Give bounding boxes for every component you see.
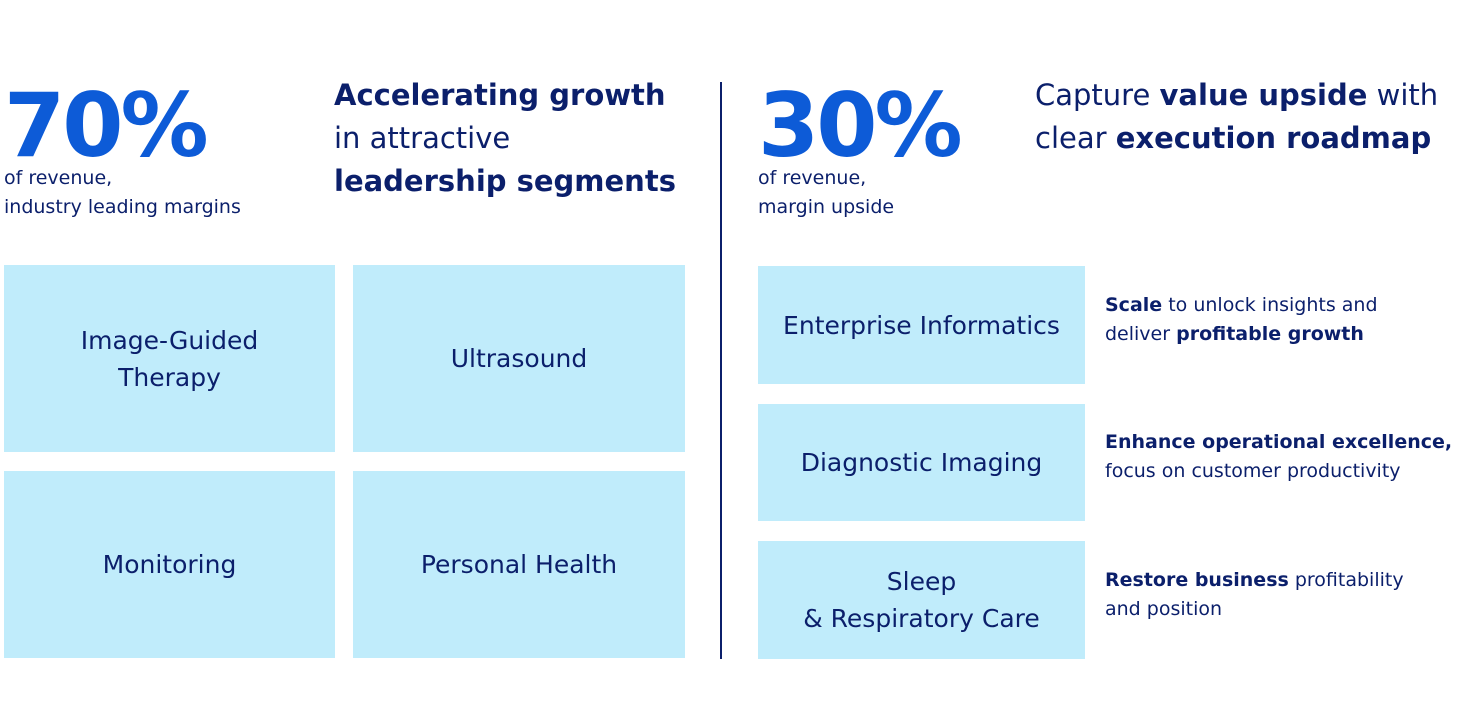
text-line: in attractive xyxy=(334,117,676,160)
emphasis-text: Restore business xyxy=(1105,569,1289,591)
left-subtitle-line: industry leading margins xyxy=(4,196,241,218)
tile-label-line: Enterprise Informatics xyxy=(783,310,1060,340)
text-line: deliver profitable growth xyxy=(1105,320,1378,349)
text-run: focus on customer productivity xyxy=(1105,460,1401,482)
tile-label-line: Therapy xyxy=(118,362,221,392)
segment-tile-sleep-respiratory-care: Sleep & Respiratory Care xyxy=(758,541,1085,659)
right-subtitle-line: margin upside xyxy=(758,196,895,218)
section-divider xyxy=(720,82,722,659)
tile-label-line: Monitoring xyxy=(102,550,237,579)
text-line: leadership segments xyxy=(334,160,676,203)
segment-tile-label: Monitoring xyxy=(103,546,237,583)
text-line: Accelerating growth xyxy=(334,74,676,117)
segment-tile-monitoring: Monitoring xyxy=(4,471,335,658)
text-line: focus on customer productivity xyxy=(1105,457,1452,486)
text-run: clear xyxy=(1035,121,1116,155)
emphasis-text: Accelerating growth xyxy=(334,78,666,112)
text-run: profitability xyxy=(1288,569,1404,591)
tile-label-line: Diagnostic Imaging xyxy=(800,448,1043,477)
tile-label-line: Personal Health xyxy=(420,550,618,579)
emphasis-text: value upside xyxy=(1159,78,1368,112)
left-subtitle-line: of revenue, xyxy=(4,167,113,189)
segment-tile-label: Ultrasound xyxy=(451,340,588,377)
right-subtitle: of revenue, margin upside xyxy=(758,164,894,222)
text-line: and position xyxy=(1105,595,1404,624)
segment-description-sleep-respiratory-care: Restore business profitability and positi… xyxy=(1105,566,1404,624)
text-run: to unlock insights and xyxy=(1162,294,1378,316)
emphasis-text: Scale xyxy=(1105,294,1163,316)
tile-label-line: Image-Guided xyxy=(80,325,259,355)
text-line: Restore business profitability xyxy=(1105,566,1404,595)
right-subtitle-line: of revenue, xyxy=(758,167,867,189)
text-run: Capture xyxy=(1035,78,1160,112)
left-subtitle: of revenue, industry leading margins xyxy=(4,164,241,222)
segment-tile-ultrasound: Ultrasound xyxy=(353,265,685,452)
segment-tile-label: Personal Health xyxy=(421,546,617,583)
segment-tile-enterprise-informatics: Enterprise Informatics xyxy=(758,266,1085,384)
segment-tile-diagnostic-imaging: Diagnostic Imaging xyxy=(758,404,1085,521)
tile-label-line: Sleep xyxy=(886,567,957,596)
segment-tile-label: Diagnostic Imaging xyxy=(801,444,1043,481)
tile-label-line: Ultrasound xyxy=(450,344,588,373)
left-headline: Accelerating growth in attractive leadersh… xyxy=(334,74,676,203)
emphasis-text: leadership segments xyxy=(334,164,676,198)
segment-tile-personal-health: Personal Health xyxy=(353,471,685,658)
text-line: Scale to unlock insights and xyxy=(1105,291,1378,320)
emphasis-text: execution roadmap xyxy=(1115,121,1432,155)
text-line: Capture value upside with xyxy=(1035,74,1438,117)
text-line: clear execution roadmap xyxy=(1035,117,1438,160)
text-line: Enhance operational excellence, xyxy=(1105,428,1452,457)
segment-tile-label: Enterprise Informatics xyxy=(783,307,1060,344)
emphasis-text: Enhance operational excellence, xyxy=(1105,431,1453,453)
tile-label-line: & Respiratory Care xyxy=(803,604,1040,633)
emphasis-text: profitable growth xyxy=(1176,323,1364,345)
text-run: with xyxy=(1367,78,1439,112)
text-run: and position xyxy=(1105,598,1223,620)
text-run: in attractive xyxy=(334,121,511,155)
segment-description-diagnostic-imaging: Enhance operational excellence, focus on … xyxy=(1105,428,1452,486)
text-run: deliver xyxy=(1105,323,1177,345)
left-percent: 70% xyxy=(4,74,209,177)
right-percent: 30% xyxy=(758,74,963,177)
segment-tile-label: Sleep & Respiratory Care xyxy=(803,563,1040,637)
